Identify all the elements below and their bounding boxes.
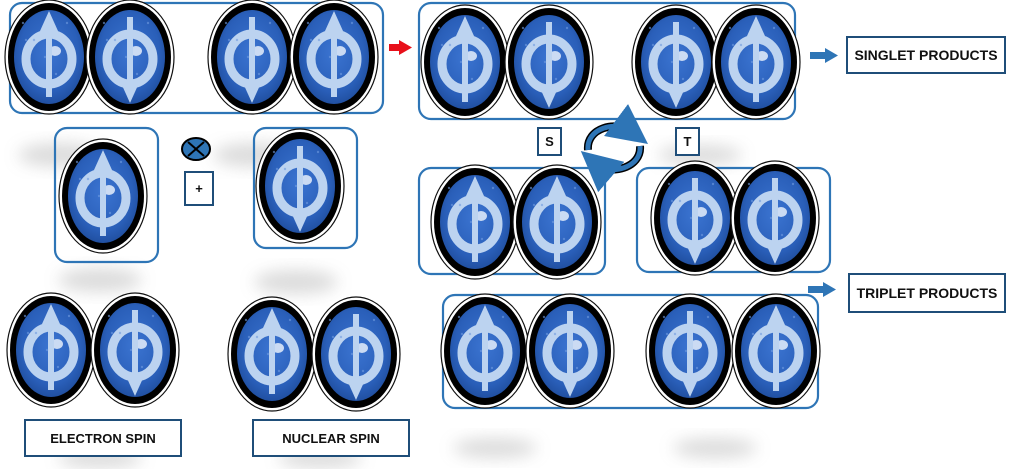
spin-down-particle-icon <box>255 128 345 244</box>
singlet-state-label: S <box>537 127 562 156</box>
triplet-state-label: T <box>675 127 700 156</box>
spin-up-particle-icon <box>711 4 801 120</box>
singlet-products-label: SINGLET PRODUCTS <box>846 36 1006 74</box>
spin-down-particle-icon <box>650 160 740 276</box>
circled-times-icon <box>181 137 211 161</box>
spin-up-particle-icon <box>731 293 821 409</box>
shadow <box>254 270 338 294</box>
spin-down-particle-icon <box>85 0 175 115</box>
spin-up-particle-icon <box>227 296 317 412</box>
single-electron-frame <box>53 126 160 264</box>
singlet-state-pair-frame <box>417 166 607 276</box>
circular-arrows-icon <box>580 104 649 193</box>
triplet-products-label: TRIPLET PRODUCTS <box>848 273 1006 313</box>
nuclear-spin-label: NUCLEAR SPIN <box>252 419 410 457</box>
spin-down-particle-icon <box>207 0 297 115</box>
spin-up-particle-icon <box>289 0 379 115</box>
spin-up-particle-icon <box>6 292 96 408</box>
spin-up-particle-icon <box>420 4 510 120</box>
spin-down-particle-icon <box>730 160 820 276</box>
triplet-product-arrow-icon <box>808 282 836 297</box>
spin-down-particle-icon <box>631 4 721 120</box>
spin-up-particle-icon <box>430 164 520 280</box>
spin-down-particle-icon <box>504 4 594 120</box>
spin-up-particle-icon <box>440 293 530 409</box>
triplet-state-pair-frame <box>635 166 832 274</box>
electron-spin-label: ELECTRON SPIN <box>24 419 182 457</box>
shadow <box>58 268 142 292</box>
reaction-arrow-icon <box>389 40 412 55</box>
singlet-product-arrow-icon <box>810 48 838 63</box>
shadow <box>673 438 757 458</box>
plus-symbol: + <box>184 171 214 206</box>
spin-down-particle-icon <box>525 293 615 409</box>
spin-down-particle-icon <box>645 293 735 409</box>
shadow <box>453 438 537 458</box>
spin-up-particle-icon <box>512 164 602 280</box>
spin-up-particle-icon <box>4 0 94 115</box>
spin-down-particle-icon <box>311 296 401 412</box>
spin-up-particle-icon <box>58 138 148 254</box>
single-nuclear-frame <box>252 126 359 250</box>
spin-particles <box>4 0 821 412</box>
spin-down-particle-icon <box>90 292 180 408</box>
